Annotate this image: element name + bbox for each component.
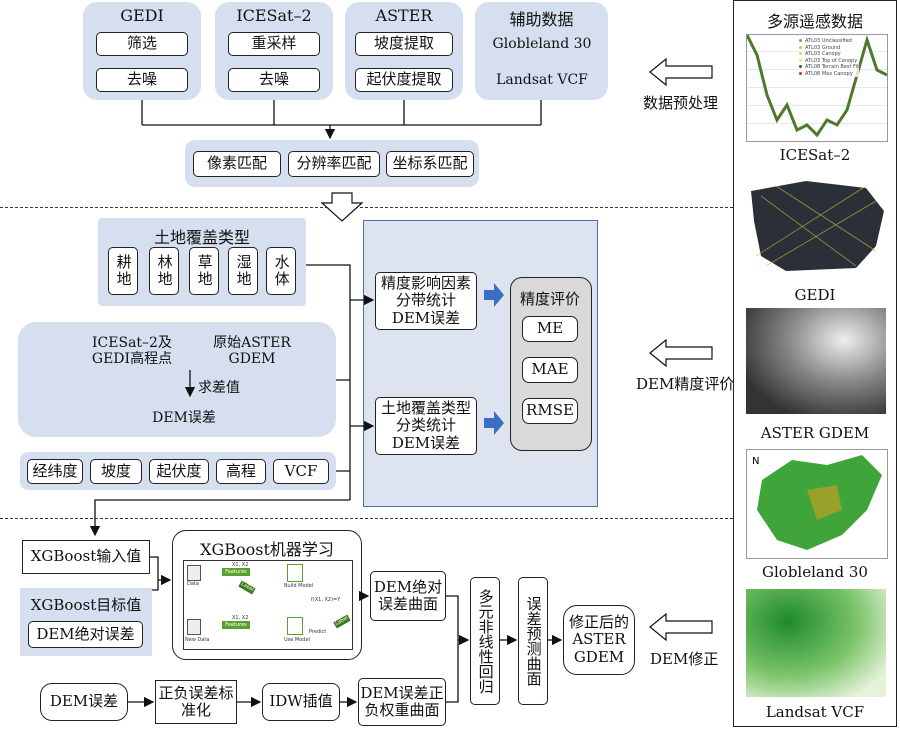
metric-me: ME: [522, 316, 578, 342]
fig-predict: Predict: [309, 629, 327, 635]
dem-error-box: DEM误差: [143, 406, 225, 431]
fig-features-1: Features: [222, 568, 250, 576]
fig-fx: f(X1, X2)=Y: [311, 597, 341, 603]
gedi-filter: 筛选: [96, 32, 188, 56]
icesat-legend: ATL03 Unclassified ATL03 Ground ATL03 Ca…: [799, 38, 859, 77]
legend-label: ATL08 Terrain Best Fit: [805, 64, 859, 70]
crs-match: 坐标系匹配: [386, 151, 474, 177]
fig-label-2: Label: [333, 614, 351, 629]
class-stat-box: 土地覆盖类型分类统计DEM误差: [375, 397, 477, 455]
landcover-grass: 草地: [189, 247, 219, 295]
landcover-cropland: 耕地: [108, 247, 138, 295]
fig-x1: X1, X2: [232, 562, 249, 568]
landcover-water: 水体: [266, 247, 296, 295]
metrics-title: 精度评价: [519, 290, 580, 308]
metric-mae: MAE: [522, 357, 578, 383]
globeland-image: N: [746, 449, 888, 559]
xgb-input-box: XGBoost输入值: [22, 540, 150, 574]
legend-label: ATL08 Max Canopy: [805, 70, 853, 77]
landcover-title: 土地覆盖类型: [153, 228, 250, 247]
zone-stat-box: 精度影响因素分带统计DEM误差: [375, 272, 477, 330]
legend-label: ATL03 Top of Canopy: [805, 57, 858, 64]
metric-rmse: RMSE: [522, 398, 578, 424]
normalize-box: 正负误差标准化: [155, 680, 237, 724]
arrow-label-eval: DEM精度评价: [636, 375, 735, 393]
caption-icesat: ICESat–2: [779, 146, 851, 164]
points-box: ICESat–2及GEDI高程点: [76, 332, 188, 370]
factor-vcf: VCF: [273, 459, 329, 484]
aster-title: ASTER: [375, 6, 433, 25]
xgb-target-label: XGBoost目标值: [30, 596, 142, 614]
aster-gdem-image: [746, 308, 886, 414]
factor-elevation: 高程: [216, 459, 266, 484]
factor-slope: 坡度: [90, 459, 142, 484]
abs-error-box: DEM绝对误差: [28, 621, 143, 648]
landcover-wetland: 湿地: [228, 247, 258, 295]
icesat-resample: 重采样: [228, 32, 320, 56]
gedi-denoise: 去噪: [96, 68, 188, 92]
xgb-figure: Data X1, X2 Features Label Build Model f…: [183, 560, 353, 650]
idw-box: IDW插值: [262, 683, 340, 721]
fig-newdata: New Data: [185, 637, 210, 643]
fig-data: Data: [187, 581, 199, 587]
legend-item: ATL08 Terrain Best Fit: [799, 64, 859, 71]
fig-features-2: Features: [222, 621, 250, 629]
left-arrow-correct: [649, 612, 713, 642]
left-arrow-eval: [649, 338, 713, 368]
fig-build: Build Model: [284, 583, 314, 589]
pixel-match: 像素匹配: [193, 151, 281, 177]
fig-use: Use Model: [284, 637, 310, 643]
pred-surface-box: 误差预测曲面: [518, 577, 548, 705]
xgb-title: XGBoost机器学习: [200, 540, 334, 559]
weight-surface-box: DEM误差正负权重曲面: [358, 678, 446, 726]
gedi-title: GEDI: [120, 6, 164, 25]
use-model-icon: [287, 617, 303, 635]
build-model-icon: [287, 564, 303, 582]
landsat-vcf-image: [746, 589, 886, 697]
aux-landsat: Landsat VCF: [488, 68, 596, 92]
divider-1: [0, 207, 733, 208]
caption-globeland: Globleland 30: [762, 563, 868, 581]
legend-item: ATL03 Ground: [799, 45, 859, 52]
side-title: 多源遥感数据: [766, 12, 863, 31]
result-box: 修正后的ASTER GDEM: [563, 605, 635, 675]
data-doc-icon: [187, 565, 201, 581]
regress-box: 多元非线性回归: [470, 577, 500, 705]
icesat-profile-image: ATL03 Unclassified ATL03 Ground ATL03 Ca…: [746, 34, 888, 142]
legend-label: ATL03 Ground: [805, 44, 841, 51]
gedi-image: [746, 176, 886, 276]
aster-relief: 起伏度提取: [355, 68, 453, 92]
legend-item: ATL03 Unclassified: [799, 38, 859, 45]
icesat-title: ICESat–2: [236, 6, 312, 25]
aux-globeland: Globleland 30: [488, 32, 596, 56]
gdem-box: 原始ASTER GDEM: [202, 332, 302, 370]
fig-x2: X1, X2: [232, 615, 249, 621]
caption-landsat: Landsat VCF: [765, 703, 865, 721]
aux-title: 辅助数据: [509, 10, 574, 29]
factor-latlon: 经纬度: [27, 459, 83, 484]
aster-slope: 坡度提取: [355, 32, 453, 56]
icesat-denoise: 去噪: [228, 68, 320, 92]
legend-item: ATL03 Canopy: [799, 51, 859, 58]
legend-item: ATL08 Max Canopy: [799, 71, 859, 78]
fig-label-1: Label: [238, 580, 256, 595]
divider-2: [0, 518, 733, 519]
left-arrow-preprocess: [649, 57, 713, 87]
svg-text:N: N: [752, 456, 759, 467]
arrow-label-preprocess: 数据预处理: [643, 94, 719, 112]
legend-item: ATL03 Top of Canopy: [799, 58, 859, 65]
arrow-label-correct: DEM修正: [650, 650, 719, 668]
newdata-doc-icon: [187, 619, 201, 635]
legend-label: ATL03 Canopy: [805, 51, 841, 57]
abs-surface-box: DEM绝对误差曲面: [370, 571, 446, 621]
side-panel: [733, 0, 897, 727]
landcover-forest: 林地: [149, 247, 179, 295]
diff-label: 求差值: [198, 380, 240, 396]
dem-error-start: DEM误差: [40, 683, 128, 721]
resolution-match: 分辨率匹配: [288, 151, 380, 177]
factor-relief: 起伏度: [149, 459, 209, 484]
caption-aster: ASTER GDEM: [760, 424, 870, 442]
caption-gedi: GEDI: [794, 286, 836, 304]
legend-label: ATL03 Unclassified: [805, 38, 852, 44]
